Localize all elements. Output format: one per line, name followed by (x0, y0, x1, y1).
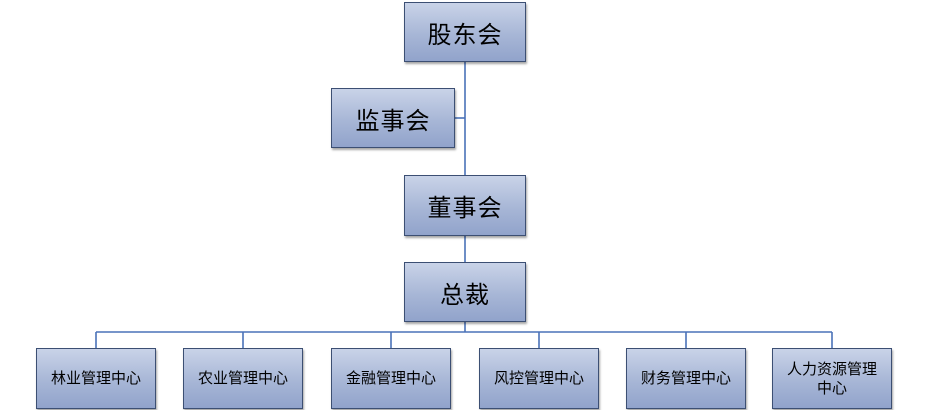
human-resources-center-box: 人力资源管理中心 (772, 348, 892, 409)
supervisory-board-box: 监事会 (331, 88, 455, 148)
human-resources-center-label: 人力资源管理中心 (786, 359, 877, 397)
forestry-center-label: 林业管理中心 (50, 369, 141, 387)
board-of-directors-label: 董事会 (427, 194, 503, 222)
supervisory-board-label: 监事会 (355, 106, 431, 135)
shareholders-meeting-box: 股东会 (404, 2, 526, 62)
risk-control-center-box: 风控管理中心 (479, 348, 599, 409)
president-box: 总裁 (404, 262, 526, 322)
finance-center-box: 金融管理中心 (331, 348, 451, 409)
risk-control-center-label: 风控管理中心 (493, 369, 584, 387)
board-of-directors-box: 董事会 (404, 175, 526, 236)
agriculture-center-label: 农业管理中心 (197, 369, 288, 387)
shareholders-meeting-label: 股东会 (427, 20, 503, 49)
president-label: 总裁 (440, 280, 490, 309)
accounting-center-box: 财务管理中心 (626, 348, 746, 409)
accounting-center-label: 财务管理中心 (640, 369, 731, 387)
finance-center-label: 金融管理中心 (345, 369, 436, 387)
agriculture-center-box: 农业管理中心 (183, 348, 303, 409)
forestry-center-box: 林业管理中心 (36, 348, 156, 409)
